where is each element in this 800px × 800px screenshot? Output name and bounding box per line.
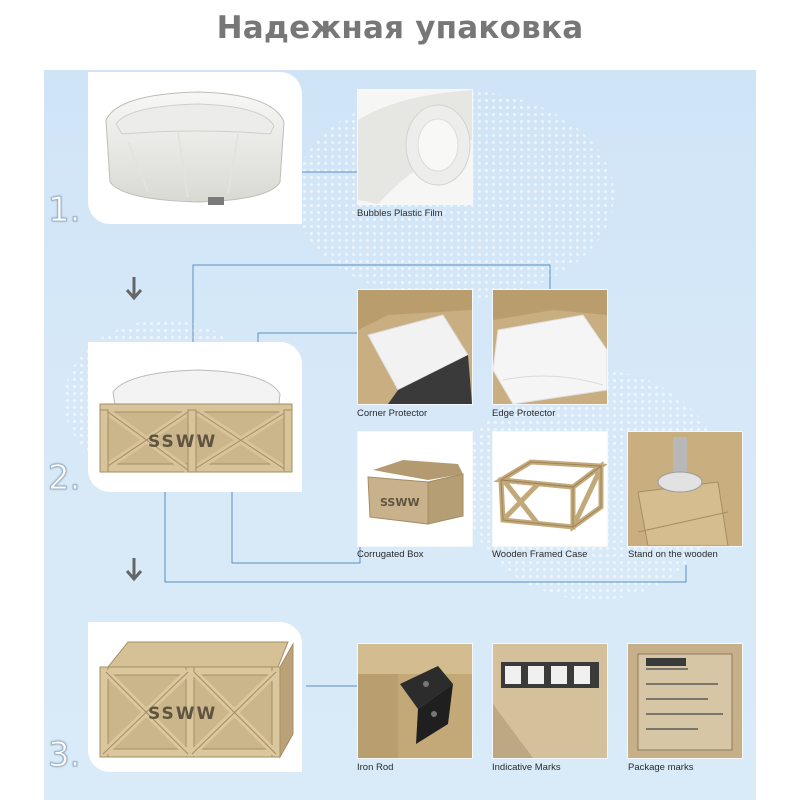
step-number-3: 3. bbox=[47, 735, 81, 776]
step-number-1: 1. bbox=[47, 190, 81, 231]
crated-bathtub-illustration: SSWW bbox=[99, 369, 293, 473]
thumb-package-marks bbox=[628, 644, 742, 758]
wrapped-bathtub-illustration bbox=[105, 91, 285, 205]
thumb-wooden-case bbox=[493, 432, 607, 546]
step3-closed-crate-card: SSWW bbox=[88, 622, 302, 772]
caption-bubbles: Bubbles Plastic Film bbox=[357, 208, 443, 219]
caption-indicative: Indicative Marks bbox=[492, 762, 561, 773]
thumb-corrugated-box: SSWW bbox=[358, 432, 472, 546]
step-number-2: 2. bbox=[47, 458, 81, 499]
step2-bathtub-crate-card: SSWW bbox=[88, 342, 302, 492]
caption-stand: Stand on the wooden bbox=[628, 549, 718, 560]
crate-brand-print: SSWW bbox=[148, 432, 217, 452]
caption-corrugated: Corrugated Box bbox=[357, 549, 424, 560]
thumb-edge-protector bbox=[493, 290, 607, 404]
thumb-indicative-marks bbox=[493, 644, 607, 758]
thumb-stand-on-wood bbox=[628, 432, 742, 546]
caption-package: Package marks bbox=[628, 762, 694, 773]
page-title: Надежная упаковка bbox=[216, 10, 584, 46]
thumb-bubble-film bbox=[358, 90, 472, 204]
caption-edge: Edge Protector bbox=[492, 408, 556, 419]
thumb-iron-rod bbox=[358, 644, 472, 758]
caption-wooden-case: Wooden Framed Case bbox=[492, 549, 588, 560]
crate-brand-print-2: SSWW bbox=[148, 704, 217, 724]
box-brand-print: SSWW bbox=[380, 496, 420, 509]
down-arrow-icon-2 bbox=[125, 558, 143, 582]
step1-bathtub-wrapped-card bbox=[88, 72, 302, 224]
closed-crate-illustration: SSWW bbox=[99, 641, 294, 759]
thumb-corner-protector bbox=[358, 290, 472, 404]
down-arrow-icon bbox=[125, 277, 143, 301]
caption-corner: Corner Protector bbox=[357, 408, 428, 419]
caption-iron-rod: Iron Rod bbox=[357, 762, 394, 773]
